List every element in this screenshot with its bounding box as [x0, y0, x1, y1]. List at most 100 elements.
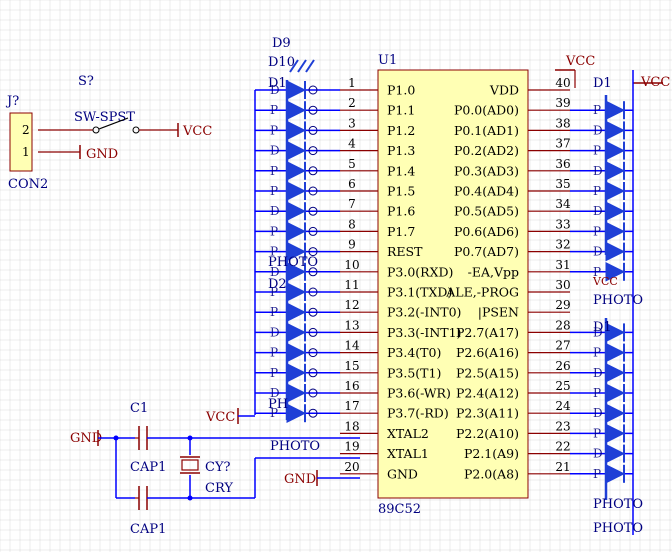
mcu-pin-number: 21 [555, 460, 570, 474]
diode-overlap-label: P [270, 285, 278, 299]
photodiode-symbol [286, 362, 307, 383]
mcu-pin-label: P2.4(A12) [456, 386, 519, 401]
mcu-pin-label: |PSEN [478, 305, 519, 320]
mcu-pin-label: P3.3(-INT1) [387, 325, 461, 340]
photodiode-symbol [286, 80, 307, 100]
photodiode-symbol [605, 140, 626, 161]
diode-overlap-label: P [270, 245, 278, 259]
mcu-pin-label: P0.1(AD1) [454, 123, 519, 138]
junction-xtal1 [187, 495, 193, 501]
diode-overlap-label: P [270, 346, 278, 360]
connector-pin-2: 2 [22, 123, 30, 137]
oscillator-circuit[interactable]: GND C1 CAP1 CAP1 CY? CRY [70, 401, 360, 537]
mcu-pin-number: 3 [348, 116, 356, 130]
mcu-pin-number: 31 [555, 258, 570, 272]
mcu-ref: U1 [378, 53, 397, 68]
mcu-pin-label: P2.6(A16) [456, 345, 519, 360]
mcu-pin-label: P0.3(AD3) [454, 163, 519, 178]
switch-s[interactable]: S? SW-SPST VCC [74, 74, 212, 139]
diode-overlap-label: P [593, 467, 601, 481]
mcu-pin-number: 12 [344, 298, 359, 312]
label-photo-right-c: PHOTO [593, 521, 643, 536]
mcu-pin-label: P2.7(A17) [456, 325, 519, 340]
connector-part: CON2 [8, 177, 48, 192]
diode-overlap-label: P [593, 386, 601, 400]
mcu-pin-label: P0.2(AD2) [454, 143, 519, 158]
diode-overlap-label: D [270, 204, 280, 218]
cap2-part: CAP1 [130, 522, 166, 537]
photodiode-symbol [605, 362, 626, 383]
mcu-pin-label: -EA,Vpp [468, 264, 519, 279]
diode-overlap-label: P [593, 184, 601, 198]
mcu-pin-number: 18 [344, 419, 359, 433]
label-photo-right-a: PHOTO [593, 293, 643, 308]
pin-marker [308, 368, 318, 378]
pin-marker [308, 166, 318, 176]
vcc-label-s: VCC [182, 124, 212, 139]
switch-lever [98, 117, 129, 130]
photodiode-symbol [286, 322, 307, 343]
mcu-pin-number: 5 [348, 157, 356, 171]
photodiode-symbol [286, 282, 307, 302]
photodiode-symbol [605, 342, 626, 363]
mcu-pin-label: ALE,-PROG [445, 285, 519, 300]
photodiode-symbol [605, 221, 626, 242]
mcu-pin-label: P1.3 [387, 143, 415, 158]
gnd-net-mcu: GND [284, 470, 360, 487]
label-photo-left-b: PHOTO [270, 439, 320, 454]
mcu-pin-number: 27 [555, 339, 570, 353]
mcu-pin-number: 24 [555, 399, 571, 413]
photodiode-symbol [605, 100, 626, 121]
mcu-pin-label: P0.5(AD5) [454, 204, 519, 219]
mcu-pin-label: XTAL2 [387, 426, 429, 441]
mcu-pin-label: P2.5(A15) [456, 365, 519, 380]
pin-marker [308, 186, 318, 196]
diode-overlap-label: D [593, 245, 603, 259]
mcu-pin-number: 22 [555, 440, 570, 454]
vcc-label-top: VCC [565, 54, 595, 69]
light-arrow-icon [305, 59, 315, 73]
mcu-pin-label: P1.6 [387, 204, 415, 219]
photodiode-symbol [605, 120, 626, 141]
diode-overlap-label: D [270, 325, 280, 339]
gnd-label-osc: GND [70, 431, 102, 446]
diode-overlap-label: D [593, 447, 603, 461]
crystal-part: CRY [205, 481, 233, 496]
pin-marker [308, 327, 318, 337]
light-arrow-icon [289, 59, 299, 73]
pin-marker [308, 307, 318, 317]
mcu-pin-label: P0.4(AD4) [454, 184, 519, 199]
photodiode-symbol [286, 403, 307, 424]
mcu-pin-number: 14 [344, 339, 360, 353]
label-d9: D9 [272, 36, 291, 51]
pin-marker [308, 105, 318, 115]
diode-overlap-label: D [593, 164, 603, 178]
photodiode-symbol [605, 181, 626, 201]
mcu-pin-label: P3.5(T1) [387, 365, 441, 380]
connector-j[interactable]: J? CON2 2 1 GND [5, 94, 118, 192]
mcu-pin-label: P3.6(-WR) [387, 386, 451, 401]
mcu-pin-label: P2.2(A10) [456, 426, 519, 441]
pin-marker [308, 247, 318, 257]
mcu-pin-number: 32 [555, 238, 570, 252]
mcu-pin-label: P2.1(A9) [464, 446, 519, 461]
diode-overlap-label: D [270, 265, 280, 279]
mcu-pin-number: 7 [348, 197, 356, 211]
switch-contact-left [92, 126, 100, 134]
cap1-ref: C1 [130, 401, 148, 416]
photodiode-symbol [286, 160, 307, 181]
label-photo-left-a: PHOTO [268, 255, 318, 270]
mcu-pin-number: 8 [348, 217, 356, 231]
diode-overlap-label: P [593, 103, 601, 117]
diode-overlap-label: D [593, 366, 603, 380]
pin-marker [308, 348, 318, 358]
crystal-ref: CY? [205, 460, 231, 475]
label-d1x-right: D1 [593, 320, 612, 335]
mcu-pin-label: VDD [489, 83, 519, 98]
photodiode-symbol [286, 383, 307, 403]
mcu-pin-number: 28 [555, 318, 570, 332]
diode-overlap-label: P [270, 123, 278, 137]
